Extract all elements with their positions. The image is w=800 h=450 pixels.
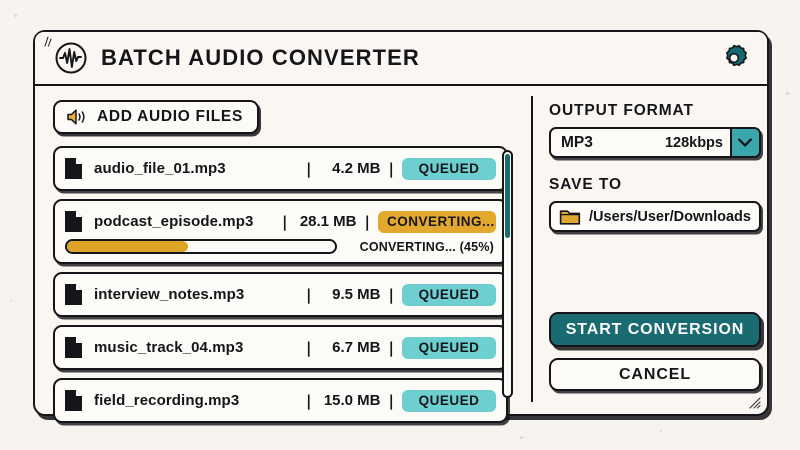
file-size: 28.1 MB: [299, 213, 357, 230]
bitrate-value: 128kbps: [664, 134, 723, 151]
field-separator: |: [364, 212, 370, 231]
paper-speckle: [660, 430, 662, 432]
file-queue-panel: ADD AUDIO FILES audio_file_01.mp3 | 4.2 MB…: [35, 86, 531, 423]
paper-speckle: [520, 436, 523, 439]
add-audio-files-button[interactable]: ADD AUDIO FILES: [53, 100, 259, 134]
file-list: audio_file_01.mp3 | 4.2 MB | QUEUED podcast_e…: [53, 146, 508, 423]
start-conversion-label: START CONVERSION: [565, 320, 745, 338]
gear-icon: [726, 44, 747, 67]
file-size: 9.5 MB: [332, 286, 381, 303]
page-title: BATCH AUDIO CONVERTER: [101, 45, 420, 70]
field-separator: |: [306, 391, 312, 410]
output-format-label: OUTPUT FORMAT: [549, 102, 694, 119]
table-row[interactable]: interview_notes.mp3 | 9.5 MB | QUEUED: [53, 272, 508, 317]
field-separator: |: [306, 159, 312, 178]
file-size: 15.0 MB: [323, 392, 381, 409]
file-size: 6.7 MB: [332, 339, 381, 356]
progress-bar-fill: [67, 241, 188, 252]
action-buttons: START CONVERSION CANCEL: [549, 312, 761, 391]
field-separator: |: [282, 212, 288, 231]
start-conversion-button[interactable]: START CONVERSION: [549, 312, 761, 347]
file-document-icon: [65, 337, 82, 358]
file-name: music_track_04.mp3: [94, 339, 244, 356]
cancel-button[interactable]: CANCEL: [549, 358, 761, 391]
field-separator: |: [306, 338, 312, 357]
corner-tick-decoration: [44, 36, 52, 47]
file-name: field_recording.mp3: [94, 392, 240, 409]
status-badge: QUEUED: [402, 336, 496, 359]
file-list-scrollbar[interactable]: [502, 150, 513, 398]
paper-speckle: [10, 300, 12, 302]
file-name: interview_notes.mp3: [94, 286, 245, 303]
file-row-main: music_track_04.mp3 | 6.7 MB | QUEUED: [64, 332, 496, 363]
save-path-field[interactable]: /Users/User/Downloads: [549, 201, 761, 232]
status-badge: QUEUED: [402, 157, 496, 180]
file-document-icon: [65, 390, 82, 411]
format-value: MP3: [561, 133, 593, 151]
table-row[interactable]: podcast_episode.mp3 | 28.1 MB | CONVERTING..…: [53, 199, 508, 264]
chevron-down-icon: [738, 138, 753, 147]
progress-label: CONVERTING... (45%): [359, 239, 494, 254]
resize-grip-icon[interactable]: [746, 394, 761, 409]
status-badge: CONVERTING...: [378, 210, 496, 233]
file-list-container: audio_file_01.mp3 | 4.2 MB | QUEUED podcast_e…: [53, 146, 531, 423]
file-row-main: podcast_episode.mp3 | 28.1 MB | CONVERTING..…: [64, 206, 496, 237]
field-separator: |: [388, 159, 394, 178]
file-document-icon: [65, 284, 82, 305]
file-row-main: field_recording.mp3 | 15.0 MB | QUEUED: [64, 385, 496, 416]
save-to-label: SAVE TO: [549, 176, 622, 193]
field-separator: |: [388, 338, 394, 357]
speaker-volume-icon: [67, 109, 85, 125]
file-document-icon: [65, 158, 82, 179]
paper-speckle: [786, 92, 789, 95]
table-row[interactable]: audio_file_01.mp3 | 4.2 MB | QUEUED: [53, 146, 508, 191]
title-bar: BATCH AUDIO CONVERTER: [35, 32, 767, 86]
file-row-main: interview_notes.mp3 | 9.5 MB | QUEUED: [64, 279, 496, 310]
audio-waveform-circle-icon: [55, 42, 87, 74]
status-badge: QUEUED: [402, 283, 496, 306]
file-name: podcast_episode.mp3: [94, 213, 254, 230]
table-row[interactable]: field_recording.mp3 | 15.0 MB | QUEUED: [53, 378, 508, 423]
add-audio-files-label: ADD AUDIO FILES: [97, 108, 243, 125]
format-dropdown-button[interactable]: [729, 129, 759, 156]
file-row-main: audio_file_01.mp3 | 4.2 MB | QUEUED: [64, 153, 496, 184]
field-separator: |: [306, 285, 312, 304]
file-document-icon: [65, 211, 82, 232]
paper-speckle: [14, 14, 17, 17]
folder-icon: [559, 209, 581, 225]
scrollbar-thumb[interactable]: [505, 154, 510, 238]
output-format-select[interactable]: MP3 128kbps: [549, 127, 761, 158]
panel-divider: [531, 96, 533, 402]
table-row[interactable]: music_track_04.mp3 | 6.7 MB | QUEUED: [53, 325, 508, 370]
app-window: BATCH AUDIO CONVERTER ADD AUDIO FILES au…: [33, 30, 769, 423]
save-path-value: /Users/User/Downloads: [589, 208, 751, 225]
field-separator: |: [388, 285, 394, 304]
cancel-label: CANCEL: [618, 365, 692, 383]
status-badge: QUEUED: [402, 389, 496, 412]
window-body: ADD AUDIO FILES audio_file_01.mp3 | 4.2 MB…: [35, 86, 767, 423]
field-separator: |: [388, 391, 394, 410]
settings-button[interactable]: [717, 41, 751, 75]
progress-bar: [65, 239, 337, 254]
file-size: 4.2 MB: [332, 160, 381, 177]
settings-panel: OUTPUT FORMAT MP3 128kbps SAVE TO /Users…: [533, 86, 779, 415]
progress-row: CONVERTING... (45%): [65, 239, 494, 254]
file-name: audio_file_01.mp3: [94, 160, 226, 177]
